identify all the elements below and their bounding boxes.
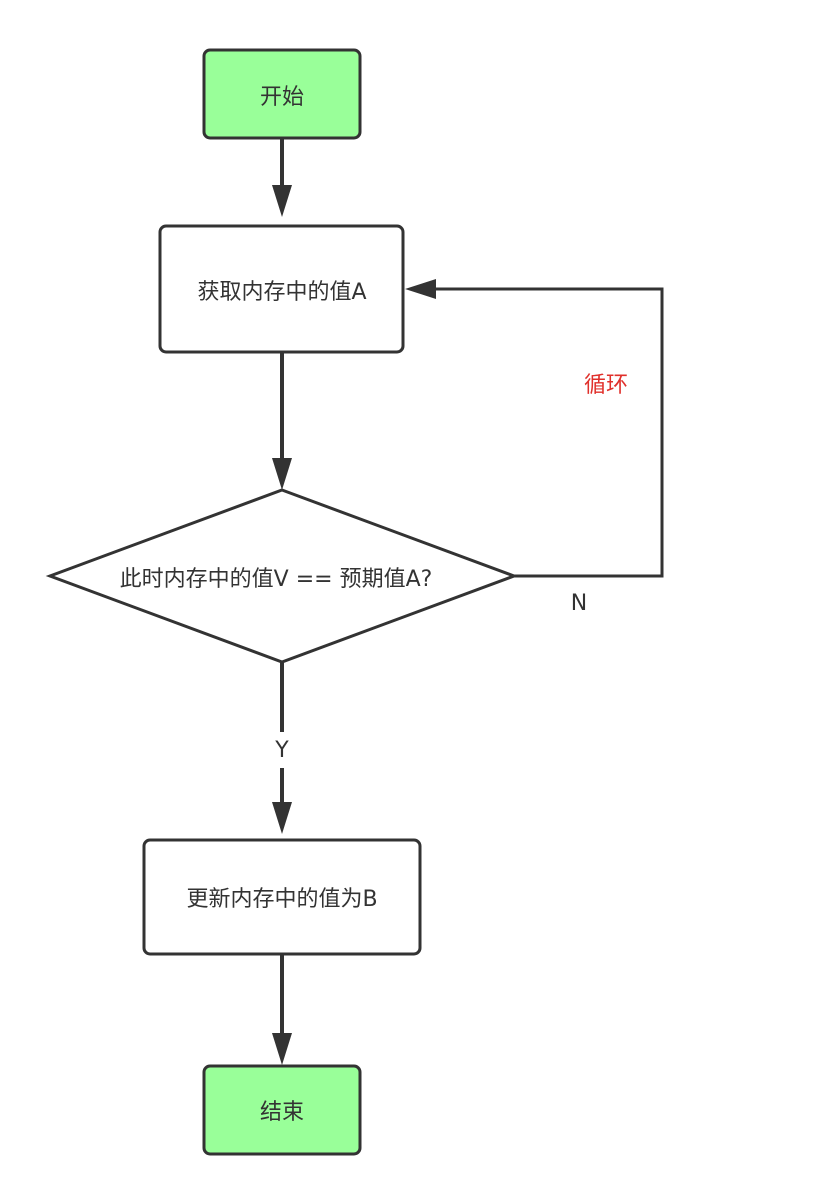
start-label: 开始: [260, 85, 304, 110]
arrowhead-icon: [272, 1033, 292, 1065]
decision-label: 此时内存中的值V == 预期值A?: [120, 567, 433, 592]
arrowhead-icon: [405, 279, 436, 299]
arrowhead-icon: [272, 185, 292, 217]
start-node: 开始: [202, 48, 362, 140]
decision-node: 此时内存中的值V == 预期值A?: [45, 488, 519, 664]
edge-loop-back: [405, 279, 664, 578]
edge-get-value-to-decision: [272, 353, 292, 490]
arrowhead-icon: [272, 802, 292, 834]
edge-no-label: N: [571, 591, 587, 616]
edge-start-to-get-value: [272, 138, 292, 217]
edge-update-to-end: [272, 955, 292, 1065]
process-get-value: 获取内存中的值A: [158, 224, 405, 354]
loop-label: 循环: [584, 373, 628, 398]
get-value-label: 获取内存中的值A: [197, 280, 366, 305]
arrowhead-icon: [272, 458, 292, 490]
end-label: 结束: [260, 1100, 304, 1125]
process-update: 更新内存中的值为B: [142, 838, 422, 956]
edge-yes-label: Y: [274, 738, 289, 763]
update-label: 更新内存中的值为B: [186, 887, 377, 912]
edge-decision-to-update: [272, 662, 292, 834]
end-node: 结束: [202, 1064, 362, 1156]
